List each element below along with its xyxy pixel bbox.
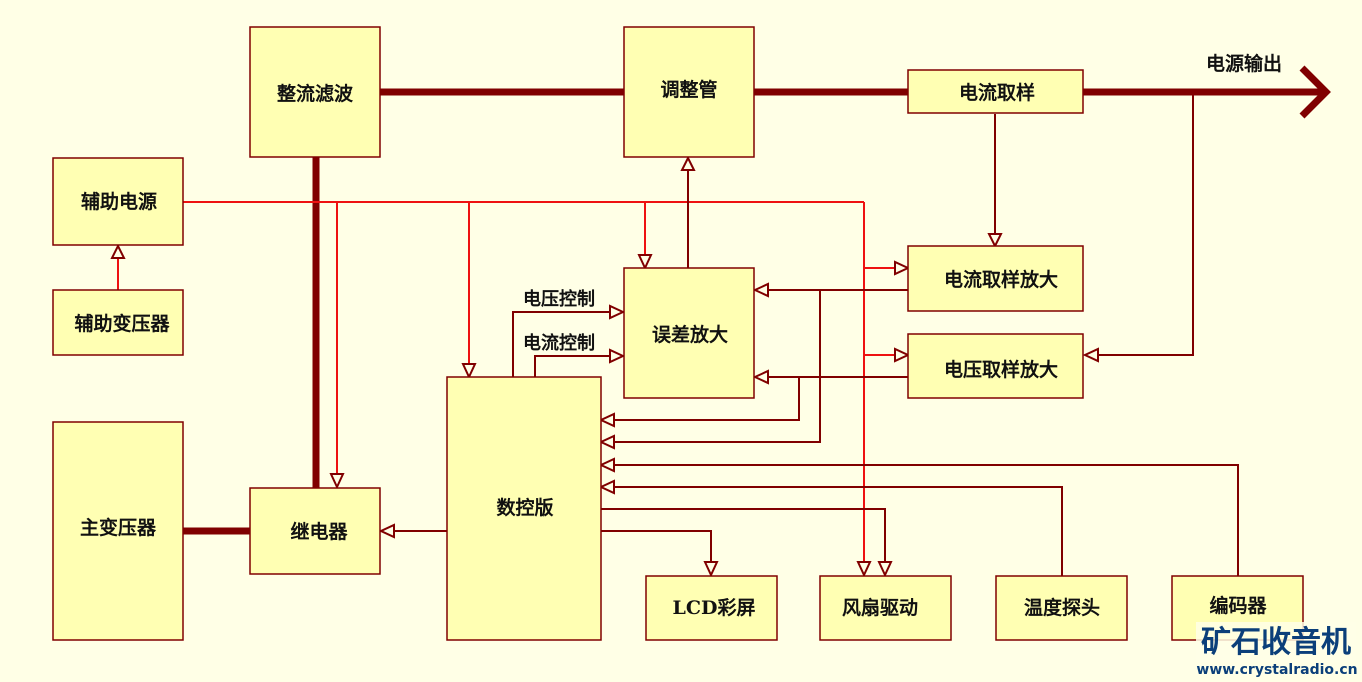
watermark-title: 矿石收音机	[1201, 625, 1351, 660]
arrow-down-icon	[987, 233, 1003, 249]
block-label: 电流取样放大	[944, 268, 1058, 291]
block-label: 辅助电源	[81, 190, 157, 213]
arrow-down-icon	[637, 254, 653, 271]
block-label: 继电器	[290, 520, 348, 543]
block-label: 编码器	[1209, 594, 1267, 617]
block-label: 主变压器	[80, 516, 157, 539]
block-label: 辅助变压器	[74, 312, 170, 335]
arrow-right-icon	[609, 304, 626, 320]
arrow-left-icon	[598, 457, 615, 473]
arrow-down-icon	[703, 561, 719, 578]
line-board-to-lcd	[601, 530, 712, 562]
block-temperature-probe: 温度探头	[995, 575, 1128, 641]
line-encoder-to-board	[614, 464, 1239, 576]
block-relay: 继电器	[249, 487, 381, 575]
block-label: 风扇驱动	[842, 596, 918, 619]
main-power-path	[182, 65, 1331, 535]
power-output-label: 电源输出	[1206, 52, 1282, 75]
block-label: LCD彩屏	[673, 597, 756, 619]
block-current-sampling: 电流取样	[907, 69, 1084, 114]
arrow-down-icon	[461, 363, 477, 380]
block-label: 误差放大	[652, 323, 728, 346]
watermark: 矿石收音机 www.crystalradio.cn	[1196, 622, 1358, 678]
line-voltage-control	[512, 311, 610, 378]
arrow-up-icon	[110, 243, 126, 259]
arrow-down-icon	[856, 561, 872, 578]
arrow-down-icon	[329, 473, 345, 490]
current-control-label: 电流控制	[523, 332, 595, 354]
arrow-left-icon	[1082, 347, 1099, 363]
arrow-left-icon	[598, 479, 615, 495]
block-lcd-screen: LCD彩屏	[645, 575, 778, 641]
block-regulator-tube: 调整管	[623, 26, 755, 158]
block-label: 电压取样放大	[944, 358, 1058, 381]
line-current-control	[534, 355, 610, 378]
voltage-control-label: 电压控制	[523, 288, 595, 310]
arrow-left-icon	[752, 369, 769, 385]
line-current-amp-to-board	[614, 290, 821, 443]
arrow-left-icon	[598, 434, 615, 450]
signal-lines	[394, 92, 1239, 576]
block-label: 数控版	[496, 496, 553, 519]
line-voltage-amp-to-board	[614, 377, 800, 421]
block-voltage-sample-amp: 电压取样放大	[907, 333, 1084, 399]
block-fan-driver: 风扇驱动	[819, 575, 952, 641]
arrow-down-icon	[877, 561, 893, 578]
line-board-to-fan	[601, 508, 886, 562]
block-label: 电流取样	[959, 81, 1035, 104]
arrow-left-icon	[752, 282, 769, 298]
block-error-amplifier: 误差放大	[623, 267, 755, 399]
arrow-up-icon	[680, 155, 696, 171]
line-temp-probe-to-board	[614, 486, 1063, 576]
line-output-to-voltage-amp	[1098, 92, 1194, 356]
block-rectifier-filter: 整流滤波	[249, 26, 381, 158]
arrow-right-icon	[894, 347, 911, 363]
arrowheads	[110, 155, 1099, 578]
block-label: 调整管	[660, 78, 717, 101]
arrow-left-icon	[598, 412, 615, 428]
aux-power-bus	[117, 201, 895, 562]
block-label: 温度探头	[1024, 596, 1100, 619]
power-output-arrow-icon	[1299, 65, 1331, 119]
watermark-url: www.crystalradio.cn	[1196, 662, 1357, 678]
arrow-right-icon	[609, 348, 626, 364]
block-current-sample-amp: 电流取样放大	[907, 245, 1084, 312]
block-digital-control-board: 数控版	[446, 376, 602, 641]
block-aux-power: 辅助电源	[52, 157, 184, 246]
block-main-transformer: 主变压器	[52, 421, 184, 641]
block-label: 整流滤波	[277, 82, 354, 105]
arrow-left-icon	[378, 523, 395, 539]
arrow-right-icon	[894, 260, 911, 276]
watermark-backdrop	[1196, 622, 1356, 662]
block-aux-transformer: 辅助变压器	[52, 289, 184, 356]
